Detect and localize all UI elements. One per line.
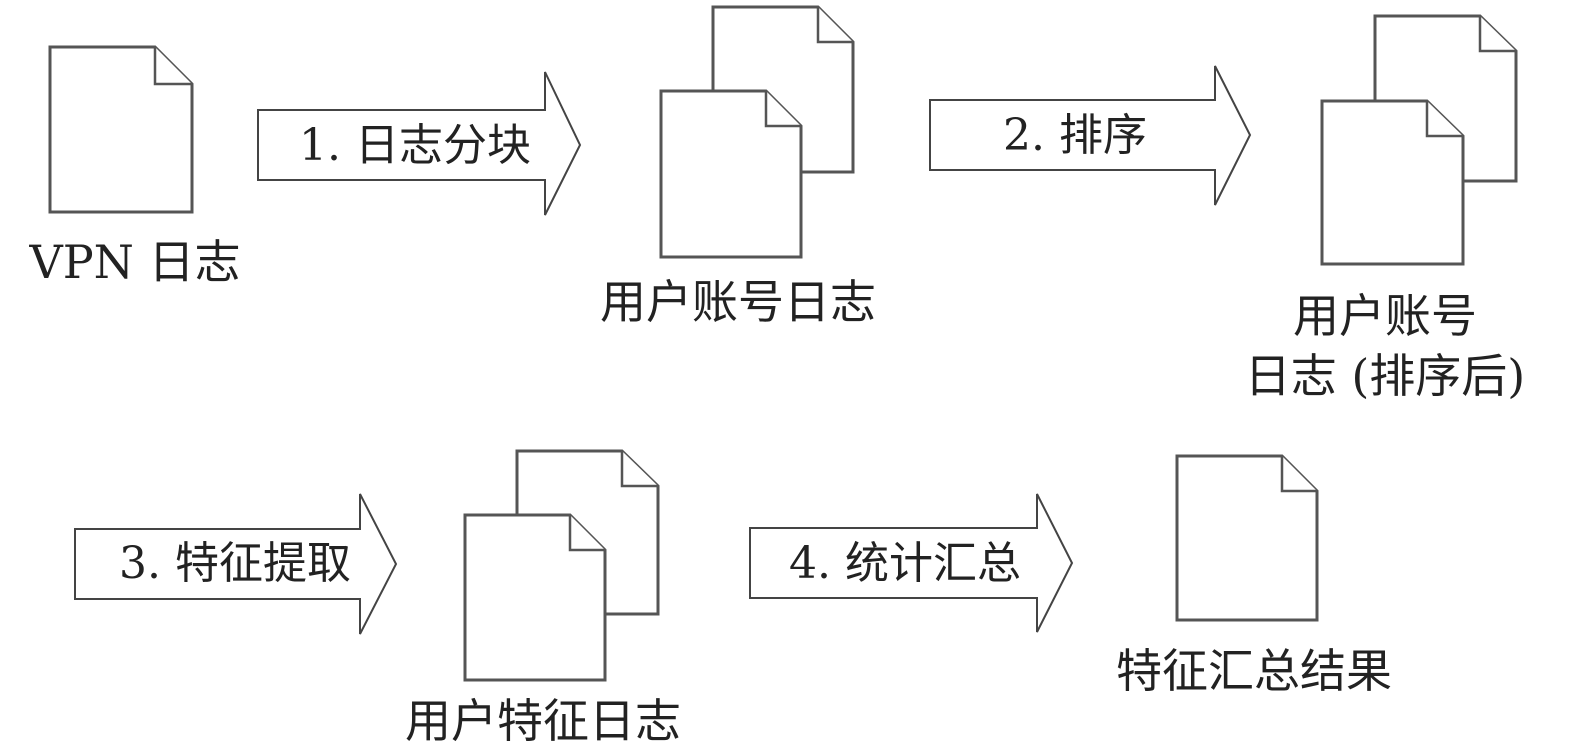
step-3-arrow: 3. 特征提取 [74, 493, 398, 635]
user-feature-log-label: 用户特征日志 [405, 694, 681, 748]
vpn-log-document-icon [48, 45, 194, 214]
sorted-log-label-line2: 日志 (排序后) [1245, 349, 1526, 403]
summary-result-document-icon [1175, 454, 1319, 622]
sorted-log-documents-icon [1320, 14, 1518, 266]
step-4-arrow: 4. 统计汇总 [749, 493, 1074, 633]
step-4-label: 4. 统计汇总 [789, 538, 1021, 589]
step-1-label: 1. 日志分块 [299, 120, 531, 171]
user-account-log-label: 用户账号日志 [600, 275, 876, 329]
step-3-label: 3. 特征提取 [119, 538, 351, 589]
vpn-log-label: VPN 日志 [28, 235, 240, 289]
user-feature-log-documents-icon [463, 449, 660, 682]
sorted-log-label-line1: 用户账号 [1293, 289, 1477, 343]
summary-result-label: 特征汇总结果 [1116, 644, 1392, 698]
step-2-label: 2. 排序 [1003, 110, 1147, 161]
user-account-log-documents-icon [659, 5, 855, 259]
step-2-arrow: 2. 排序 [929, 65, 1252, 206]
step-1-arrow: 1. 日志分块 [257, 71, 582, 216]
